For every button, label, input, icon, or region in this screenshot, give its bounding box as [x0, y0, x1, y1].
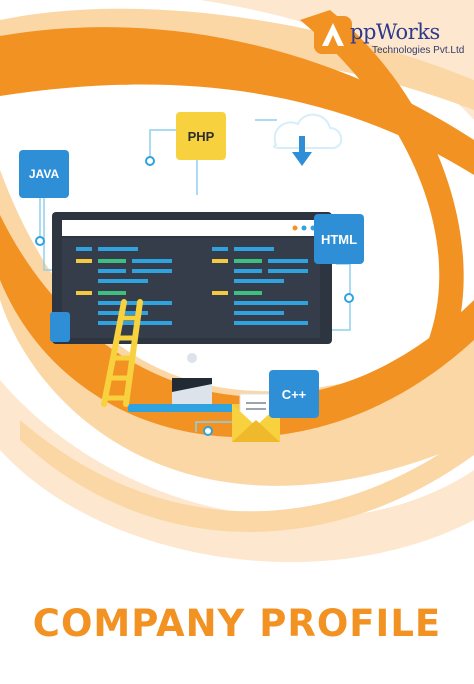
bottom-swoosh-pale	[0, 380, 474, 563]
bottom-swoosh-light	[20, 420, 474, 532]
html-tag: HTML	[314, 214, 364, 264]
company-logo: A ppWorks Technologies Pvt.Ltd	[314, 16, 466, 62]
lower-swoosh	[0, 215, 474, 438]
cover-title: COMPANY PROFILE	[32, 602, 442, 645]
java-tag: JAVA	[19, 150, 69, 198]
faint-swoosh-top	[200, 0, 474, 120]
html-tag-label: HTML	[320, 231, 358, 247]
logo-letter: A	[333, 47, 334, 50]
cpp-tag-label: C++	[281, 386, 307, 402]
java-tag-label: JAVA	[28, 167, 60, 181]
php-tag-label: PHP	[187, 128, 215, 144]
php-tag: PHP	[176, 112, 226, 160]
top-band	[0, 27, 474, 175]
ladder-icon	[101, 299, 143, 407]
logo-name: ppWorks	[350, 20, 440, 44]
right-swoosh	[300, 10, 464, 360]
cpp-tag: C++	[269, 370, 319, 418]
connector-dots	[35, 156, 354, 436]
logo-mark-icon: A	[314, 16, 352, 54]
logo-subtitle: Technologies Pvt.Ltd	[372, 45, 465, 56]
cloud-download-icon	[272, 113, 343, 166]
side-block	[50, 312, 70, 342]
